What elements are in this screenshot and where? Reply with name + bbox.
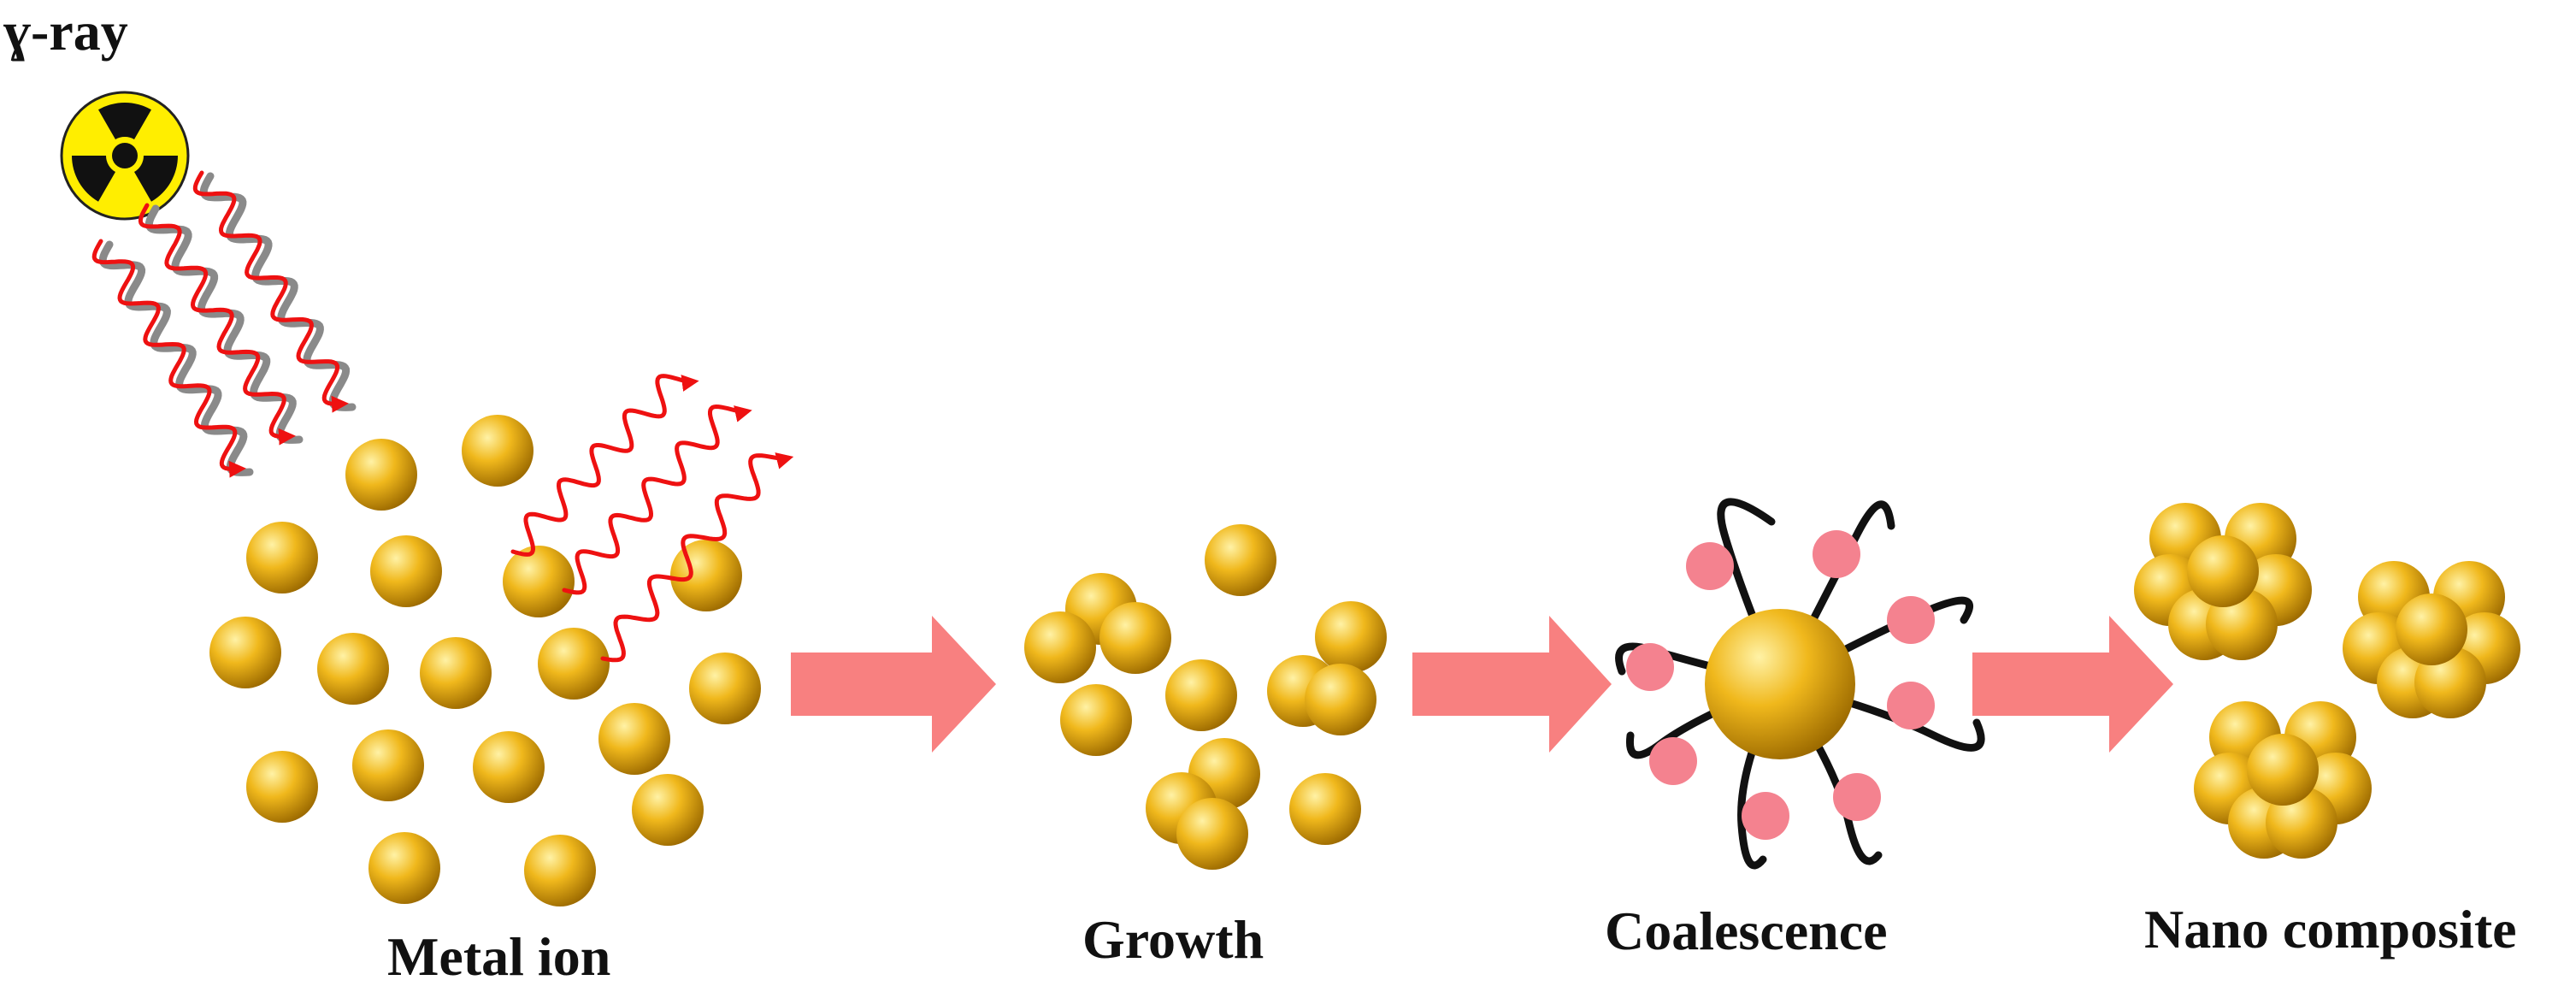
gamma-wave-shadow: [98, 240, 254, 476]
arrow-stage1-to-2: [791, 616, 996, 753]
metal-ion-particle: [352, 729, 424, 801]
source-label: ɣ-ray: [3, 1, 128, 62]
growth-particle: [1099, 602, 1171, 674]
gamma-wave: [192, 170, 349, 413]
metal-ion-particle: [246, 751, 318, 823]
growth-particle: [1024, 611, 1096, 683]
ligand-bead: [1887, 682, 1935, 729]
ligand-bead: [1686, 542, 1734, 590]
metal-ion-particle: [317, 633, 389, 705]
metal-ion-particle: [689, 653, 761, 724]
arrow-right-icon: [791, 616, 2173, 753]
excitation-wave: [510, 374, 699, 557]
metal-ion-particle: [462, 415, 533, 487]
metal-ion-particle: [345, 439, 417, 511]
composite-particle: [2396, 593, 2467, 665]
metal-ion-particle: [420, 637, 492, 709]
ligand-bead: [1833, 773, 1881, 821]
growth-particle: [1305, 664, 1376, 735]
trefoil-blade: [98, 103, 151, 139]
capped-nanoparticle: [1615, 498, 1985, 870]
growth-particle: [1315, 601, 1387, 673]
metal-ion-particle: [538, 628, 610, 700]
growth-particle: [1176, 798, 1248, 870]
metal-ion-particle: [209, 617, 281, 688]
metal-ion-particle: [670, 540, 742, 611]
coalescing-core-particle: [1705, 609, 1855, 759]
stage-label-growth: Growth: [1082, 909, 1264, 970]
metal-ion-particle: [598, 703, 670, 775]
excitation-wave: [600, 452, 794, 663]
growth-particle: [1205, 524, 1276, 596]
arrow-stage3-to-4: [1972, 616, 2173, 753]
growth-particle: [1060, 684, 1132, 756]
stage-label-metal-ion: Metal ion: [387, 926, 610, 987]
composite-particle: [2247, 734, 2319, 806]
trefoil-blade: [72, 156, 115, 202]
ligand-bead: [1887, 596, 1935, 644]
metal-ion-particle: [632, 774, 704, 846]
gamma-wave-shadow: [199, 172, 357, 411]
ligand-bead: [1649, 737, 1697, 785]
metal-ion-particle: [246, 522, 318, 593]
gamma-ray-waves: [91, 170, 357, 478]
excitation-wave: [562, 404, 752, 595]
gamma-wave: [138, 203, 296, 446]
excitation-waves: [510, 374, 794, 663]
trefoil-blade: [134, 156, 178, 202]
stage-label-coalescence: Coalescence: [1605, 901, 1888, 961]
ligand-bead: [1813, 530, 1860, 578]
growth-particle: [1289, 773, 1361, 845]
metal-ion-particle: [524, 835, 596, 906]
metal-ion-particle: [370, 535, 442, 607]
growth-particle: [1165, 659, 1237, 731]
ligand-bead: [1742, 792, 1789, 840]
ligand-bead: [1626, 643, 1674, 691]
metal-ion-particle: [473, 731, 545, 803]
gamma-wave-shadow: [144, 204, 304, 444]
radiation-hazard-icon: [60, 91, 190, 221]
metal-ion-particle: [503, 546, 575, 617]
composite-particle: [2187, 535, 2259, 607]
arrow-stage2-to-3: [1412, 616, 1612, 753]
gamma-wave: [91, 239, 246, 478]
stage-label-nano-composite: Nano composite: [2144, 899, 2517, 960]
metal-ion-particle: [368, 832, 440, 904]
particle-field: [209, 415, 2520, 906]
